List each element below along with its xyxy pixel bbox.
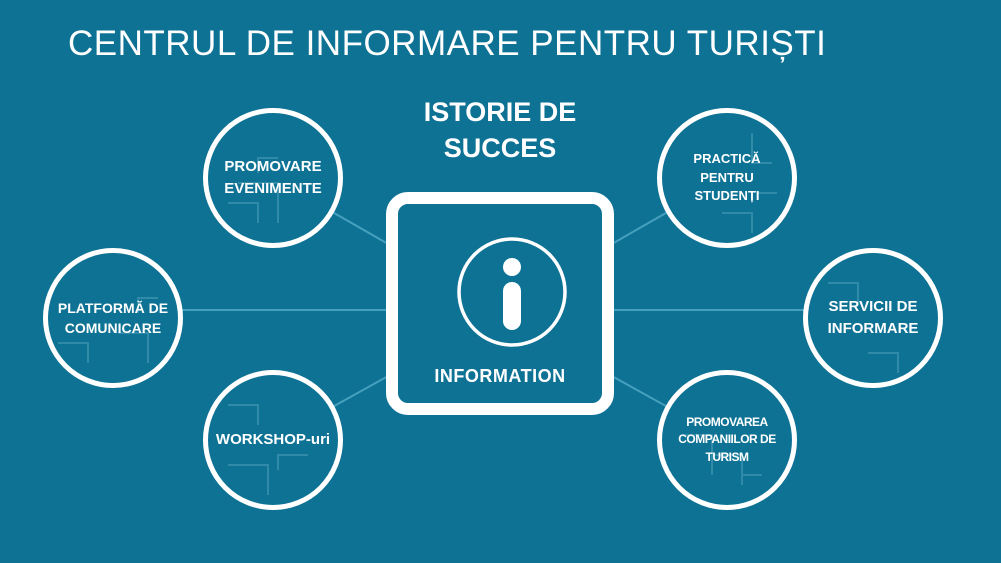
circuit-pattern-icon — [682, 434, 762, 485]
node-servicii-informare: SERVICII DE INFORMARE — [803, 248, 943, 388]
node-promovarea-companiilor: PROMOVAREA COMPANIILOR DE TURISM — [657, 370, 797, 510]
node-platforma-comunicare: PLATFORMĂ DE COMUNICARE — [43, 248, 183, 388]
circuit-pattern-icon — [228, 404, 308, 495]
circuit-pattern-icon — [722, 133, 777, 233]
information-box: INFORMATION — [386, 192, 614, 415]
node-promovare-evenimente: PROMOVARE EVENIMENTE — [203, 108, 343, 248]
information-label: INFORMATION — [434, 366, 566, 386]
circuit-pattern-icon — [828, 282, 899, 373]
circuit-pattern-icon — [228, 157, 279, 223]
node-practica-studenti: PRACTICĂ PENTRU STUDENȚI — [657, 108, 797, 248]
subtitle: ISTORIE DE SUCCES — [423, 97, 577, 163]
info-icon — [457, 237, 567, 347]
page-title: CENTRUL DE INFORMARE PENTRU TURIȘTI — [68, 24, 827, 63]
node-workshop: WORKSHOP-uri — [203, 370, 343, 510]
circuit-pattern-icon — [58, 297, 158, 363]
